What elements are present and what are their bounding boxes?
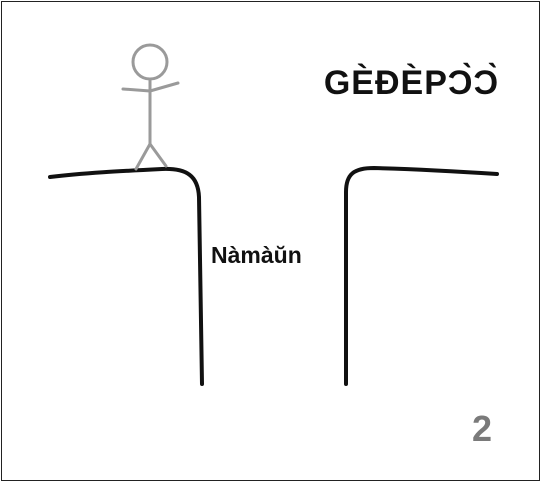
page-number: 2 [472,408,493,449]
title-word: GÈĐÈPϽ̀Ͻ̀ [323,64,499,102]
right-cliff-edge [344,166,499,386]
stick-figure-icon [121,43,180,171]
gap-label: Nàmàŭn [211,242,302,268]
left-cliff-edge [48,166,204,386]
